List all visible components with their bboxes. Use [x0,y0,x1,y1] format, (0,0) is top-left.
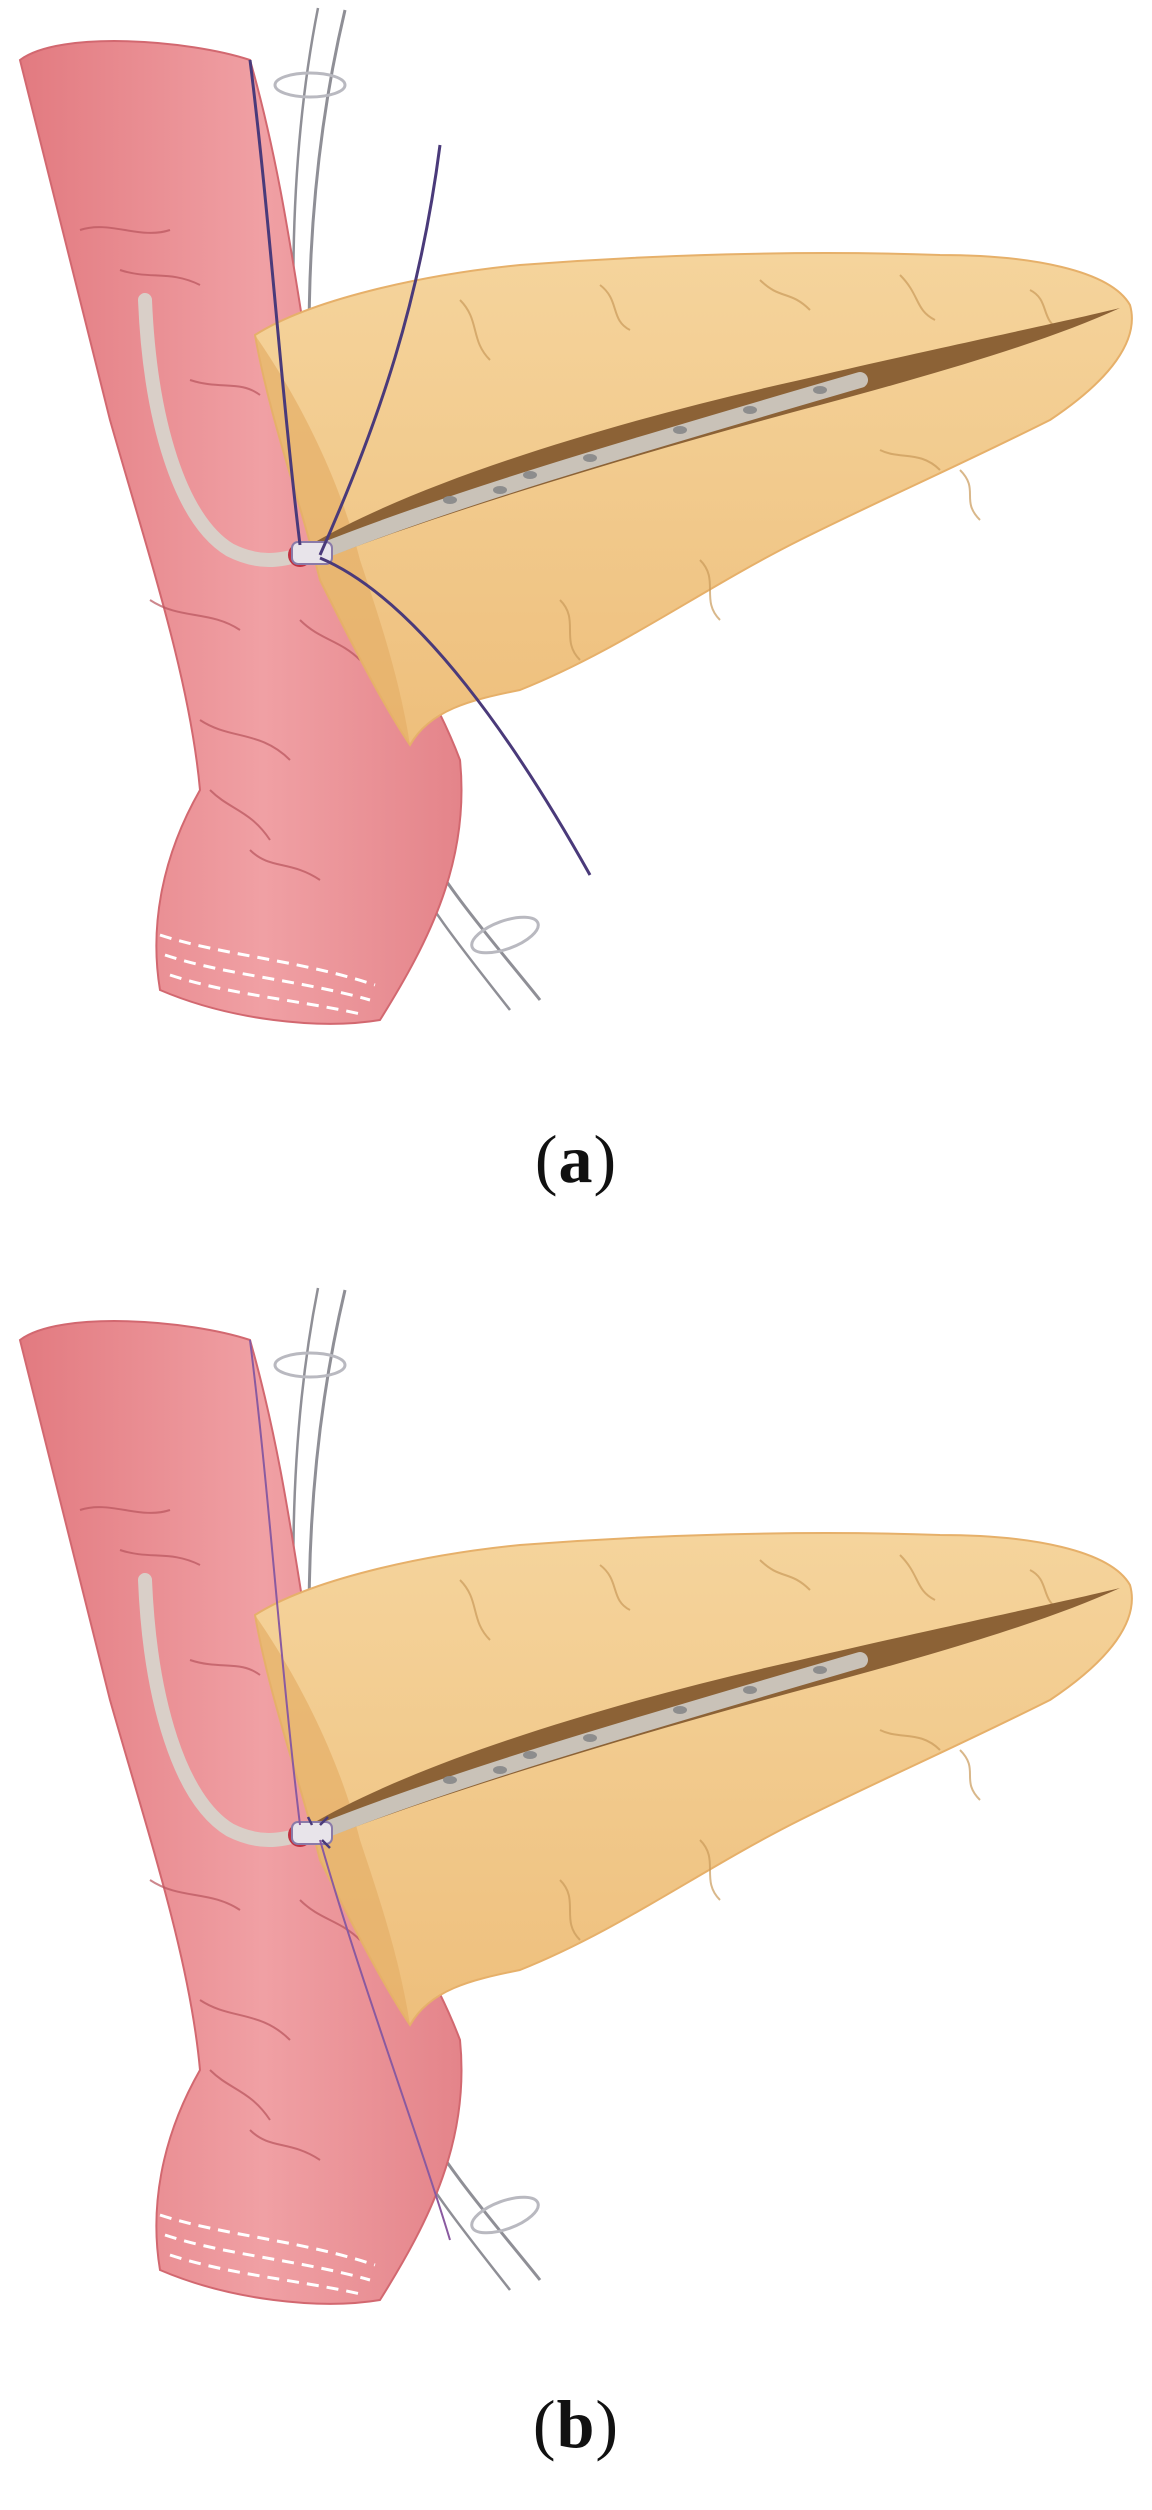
stent-in-duct [312,372,868,560]
staple-line [159,2213,376,2297]
panel-label-a: (a) [534,1121,618,1197]
stent-tube [138,1573,307,1847]
panel-label-b-letter: b [556,2386,596,2462]
stent-tube [138,293,307,567]
pancreatic-duct [310,1588,1120,1840]
duodenum-veins [79,226,361,881]
suture-strands [249,1339,451,2241]
stent-in-duct [312,1652,868,1840]
illustration-b [18,1287,1133,2305]
anastomosis [288,1816,333,1849]
duodenum [18,40,463,1025]
panel-label-b: (b) [532,2386,620,2462]
illustration-a [18,7,1133,1025]
panel-label-a-letter: a [558,1121,594,1197]
pancreas-veins [459,274,1061,661]
panel-b: (b) [0,1280,1152,2510]
staple-line [159,933,376,1017]
thread-loops [273,1351,540,2235]
thread-loops [273,71,540,955]
stent-holes [443,1666,827,1784]
duodenum [18,1320,463,2305]
panel-a: (a) [18,7,1133,1197]
duodenum-veins [79,1506,361,2161]
stent-holes [443,386,827,504]
pancreatic-duct [310,308,1120,560]
suture-strands [248,59,592,876]
